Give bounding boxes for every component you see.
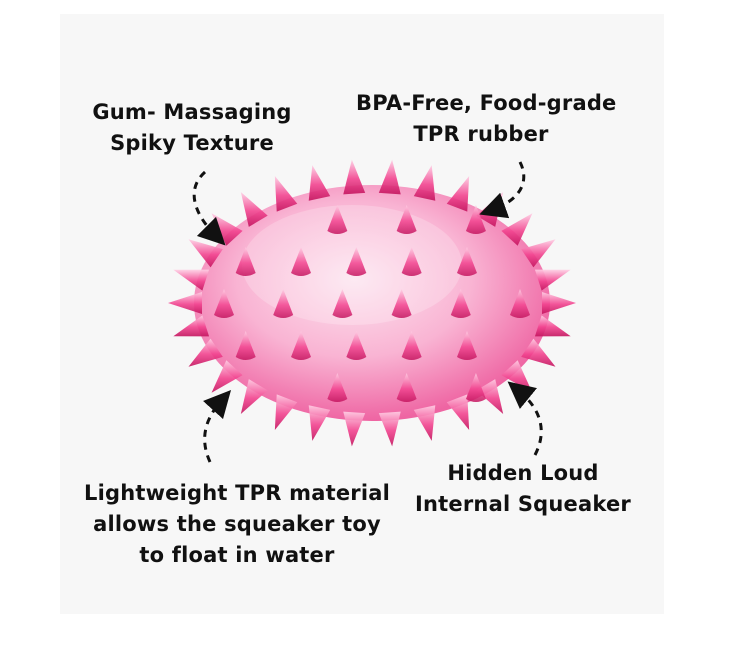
toy-spike — [327, 373, 348, 402]
spiky-ball-toy — [168, 159, 576, 447]
toy-spike — [211, 360, 243, 393]
toy-spike — [273, 289, 294, 318]
caption-line: Spiky Texture — [110, 131, 274, 155]
toy-spike — [346, 331, 367, 360]
toy-spike — [274, 394, 298, 431]
toy-spike — [396, 373, 417, 402]
toy-spike — [401, 331, 422, 360]
toy-spike — [465, 373, 486, 402]
toy-spike — [327, 205, 348, 234]
toy-spike — [308, 405, 331, 441]
toy-spike — [188, 239, 223, 268]
toy-spike — [413, 165, 436, 201]
caption-hidden-squeaker: Hidden Loud Internal Squeaker — [408, 458, 638, 520]
toy-spike — [343, 411, 366, 447]
toy-spike — [456, 331, 477, 360]
caption-lightweight: Lightweight TPR material allows the sque… — [72, 478, 402, 571]
toy-spike — [240, 192, 268, 227]
toy-spike — [188, 338, 223, 367]
toy-spike — [308, 165, 331, 201]
toy-spike — [346, 247, 367, 276]
toy-spike — [446, 175, 470, 212]
toy-spike — [501, 213, 533, 246]
toy-spike — [291, 331, 312, 360]
caption-gum-massaging: Gum- Massaging Spiky Texture — [92, 97, 292, 159]
caption-line: allows the squeaker toy — [93, 512, 381, 536]
caption-line: Hidden Loud — [447, 461, 599, 485]
caption-line: BPA-Free, Food-grade — [356, 91, 617, 115]
caption-line: TPR rubber — [413, 122, 549, 146]
toy-spike — [343, 159, 366, 195]
toy-spike — [450, 289, 471, 318]
toy-spike — [214, 289, 234, 318]
toy-spike — [396, 205, 417, 234]
toy-spike — [510, 289, 530, 318]
caption-bpa-free: BPA-Free, Food-grade TPR rubber — [356, 88, 617, 150]
toy-spike — [476, 379, 504, 414]
toy-spike — [173, 269, 210, 291]
caption-line: Gum- Massaging — [92, 100, 292, 124]
toy-spike — [521, 338, 556, 367]
toy-spike — [521, 239, 556, 268]
toy-spike — [401, 247, 422, 276]
toy-spike — [534, 315, 571, 337]
toy-spike — [235, 331, 256, 360]
dashed-arrow-icon — [479, 161, 526, 219]
toy-spike — [235, 247, 256, 276]
toy-spike — [534, 269, 571, 291]
dashed-arrow-icon — [192, 170, 226, 246]
toy-spike — [465, 205, 486, 234]
toy-spike — [332, 289, 353, 318]
toy-spike — [240, 379, 268, 414]
toy-spike — [274, 175, 298, 212]
toy-spike — [291, 247, 312, 276]
toy-spike — [173, 315, 210, 337]
toy-spike — [456, 247, 477, 276]
dashed-arrow-icon — [507, 381, 543, 456]
toy-spike — [446, 394, 470, 431]
toy-spike — [413, 405, 436, 441]
toy-spike — [542, 292, 576, 314]
toy-spike — [168, 292, 202, 314]
caption-line: Lightweight TPR material — [83, 481, 391, 505]
caption-line: Internal Squeaker — [415, 492, 631, 516]
toy-spike — [378, 411, 401, 447]
caption-line: to float in water — [139, 543, 335, 567]
toy-spike — [391, 289, 412, 318]
dashed-arrow-icon — [202, 389, 232, 463]
toy-spike — [378, 159, 401, 195]
